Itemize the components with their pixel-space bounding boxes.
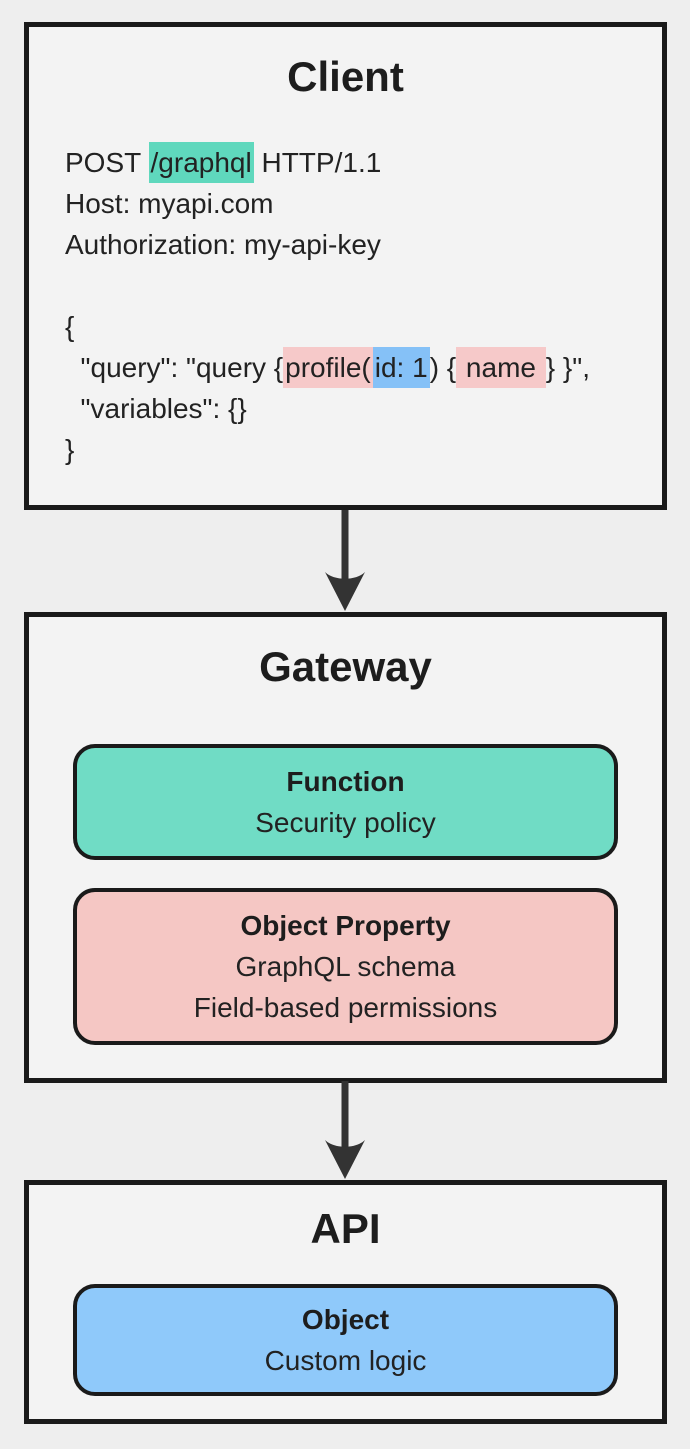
api-title: API [310,1205,381,1252]
code-line: POST /graphql HTTP/1.1 [65,141,662,183]
code-line: "variables": {} [65,388,662,429]
arrow-head [325,572,365,611]
code-segment: { [65,310,75,342]
object-card: Object Custom logic [73,1283,618,1396]
code-line: Authorization: my-api-key [65,224,662,265]
object-card-line: Custom logic [264,1344,427,1376]
code-segment: } [65,433,75,465]
arrow-shaft [341,510,349,586]
arrow-shaft [341,1081,349,1154]
gateway-box: Gateway Function Security policy Object … [24,612,667,1083]
function-card-line: Security policy [255,806,436,838]
code-segment: ) { [429,351,457,383]
object-property-card-line: GraphQL schema [235,950,456,982]
object-property-card: Object Property GraphQL schema Field-bas… [73,887,618,1045]
code-segment: Authorization: my-api-key [65,228,381,260]
object-property-card-line: Field-based permissions [193,991,498,1023]
object-property-card-title: Object Property [240,909,451,941]
client-title: Client [287,53,404,100]
code-segment: "query": "query { [65,351,284,383]
arrow-gateway-to-api-icon [325,1081,365,1179]
code-line: Host: myapi.com [65,183,662,224]
arrow-head [325,1140,365,1179]
highlighted-code-segment: profile( [283,346,373,388]
code-segment: HTTP/1.1 [253,146,382,178]
code-line: { [65,306,662,347]
api-box: API Object Custom logic [24,1180,667,1424]
code-line: "query": "query {profile(id: 1) { name }… [65,346,662,388]
code-segment: } }", [545,351,590,383]
code-line: } [65,429,662,470]
gateway-title: Gateway [259,643,432,690]
code-segment: POST [65,146,149,178]
object-card-title: Object [301,1303,390,1335]
code-segment: "variables": {} [65,392,247,424]
arrow-client-to-gateway-icon [325,510,365,611]
function-card: Function Security policy [73,743,618,860]
highlighted-code-segment: /graphql [148,141,254,183]
code-line [65,265,662,306]
highlighted-code-segment: name [456,346,546,388]
highlighted-code-segment: id: 1 [372,346,430,388]
function-card-title: Function [286,765,405,797]
code-segment: Host: myapi.com [65,187,274,219]
